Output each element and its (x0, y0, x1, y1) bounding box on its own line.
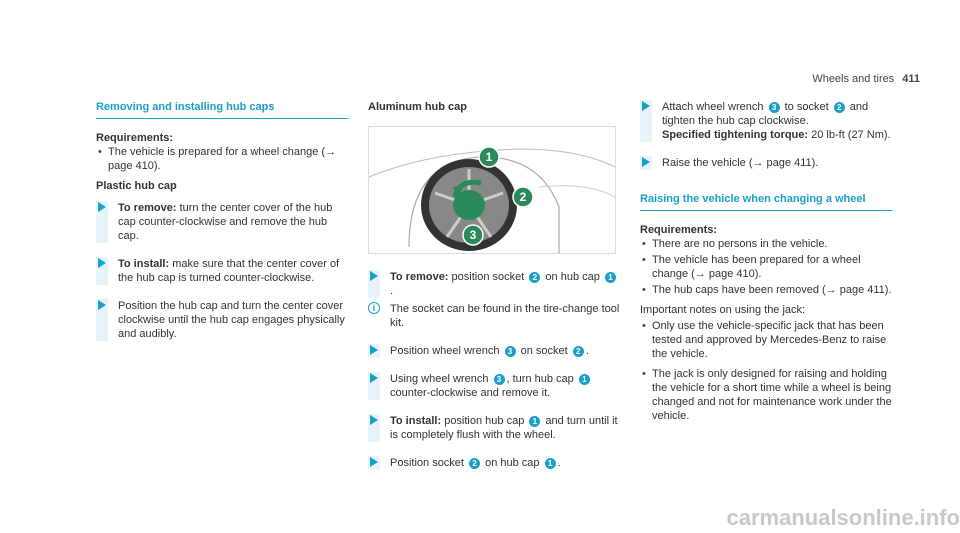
callout-3: 3 (768, 102, 780, 113)
step-text: counter-clockwise and remove it. (390, 387, 551, 399)
step-text: on hub cap (542, 271, 603, 283)
callout-1: 1 (544, 458, 556, 469)
step-label: To install: (390, 415, 442, 427)
step-label: To remove: (118, 202, 177, 214)
info-icon: i (368, 302, 380, 314)
step-text: , turn hub cap (506, 373, 577, 385)
step-arrow-icon (370, 415, 379, 425)
requirement-item: The vehicle is prepared for a wheel chan… (96, 145, 348, 173)
step-item: Raise the vehicle (→ page 411). (640, 156, 892, 170)
step-text: make sure that the center cover of the h… (118, 258, 340, 284)
step-arrow-icon (370, 457, 379, 467)
step-item: Position wheel wrench 3 on socket 2. (368, 344, 620, 358)
callout-1: 1 (604, 272, 616, 283)
step-text: . (390, 285, 394, 297)
step-text: Raise the vehicle (→ page 411). (662, 157, 819, 169)
callout-2: 2 (572, 346, 584, 357)
step-text: and tighten the hub cap clockwise. (662, 101, 869, 127)
step-item: To remove: position socket 2 on hub cap … (368, 270, 620, 298)
step-arrow-icon (98, 202, 107, 212)
step-arrow-icon (642, 157, 651, 167)
step-text: to socket (781, 101, 832, 113)
requirement-item: The vehicle has been prepared for a whee… (640, 253, 892, 281)
section-title-raising-vehicle: Raising the vehicle when changing a whee… (640, 192, 892, 211)
step-label: To install: (118, 258, 170, 270)
step-label: To remove: (390, 271, 449, 283)
step-text: . (585, 345, 589, 357)
step-item: Attach wheel wrench 3 to socket 2 and ti… (640, 100, 892, 142)
column-middle: Aluminum hub cap 1 2 3 (368, 100, 620, 484)
step-text: position socket (448, 271, 528, 283)
step-item: To install: position hub cap 1 and turn … (368, 414, 620, 442)
requirements-label: Requirements: (96, 132, 174, 144)
step-text: Position socket (390, 457, 468, 469)
step-item: To remove: turn the center cover of the … (96, 201, 348, 243)
note-text: The socket can be found in the tire-chan… (390, 303, 620, 329)
step-text: Position wheel wrench (390, 345, 503, 357)
wheel-illustration: 1 2 3 (368, 146, 616, 253)
requirements-label: Requirements: (640, 224, 718, 236)
requirement-item: There are no persons in the vehicle. (640, 237, 892, 251)
step-text: position hub cap (441, 415, 528, 427)
column-right: Attach wheel wrench 3 to socket 2 and ti… (640, 100, 892, 425)
callout-2: 2 (529, 272, 541, 283)
step-text: on hub cap (482, 457, 543, 469)
requirement-item: The hub caps have been removed (→ page 4… (640, 283, 892, 297)
callout-2: 2 (469, 458, 481, 469)
section-title-hub-caps: Removing and installing hub caps (96, 100, 348, 119)
step-arrow-icon (98, 258, 107, 268)
callout-1: 1 (578, 374, 590, 385)
callout-2: 2 (833, 102, 845, 113)
wheel-figure: 1 2 3 (368, 126, 616, 254)
important-notes-label: Important notes on using the jack: (640, 304, 806, 316)
watermark: carmanualsonline.info (727, 507, 960, 529)
step-text: and turn until it is completely flush wi… (390, 415, 618, 441)
callout-3: 3 (504, 346, 516, 357)
step-arrow-icon (370, 271, 379, 281)
important-item: Only use the vehicle-specific jack that … (640, 319, 892, 361)
step-arrow-icon (98, 300, 107, 310)
torque-label: Specified tightening torque: (662, 129, 809, 141)
step-text: on socket (517, 345, 571, 357)
important-item: The jack is only designed for raising an… (640, 367, 892, 423)
step-arrow-icon (370, 345, 379, 355)
step-text: Using wheel wrench (390, 373, 492, 385)
running-header: Wheels and tires 411 (812, 72, 920, 86)
step-arrow-icon (642, 101, 651, 111)
figure-label: 1 (486, 150, 493, 164)
plastic-hub-cap-heading: Plastic hub cap (96, 180, 177, 192)
step-arrow-icon (370, 373, 379, 383)
step-item: Position the hub cap and turn the center… (96, 299, 348, 341)
column-left: Removing and installing hub caps Require… (96, 100, 348, 355)
callout-1: 1 (529, 416, 541, 427)
step-text: Position the hub cap and turn the center… (118, 300, 345, 340)
torque-value: 20 lb-ft (27 Nm). (808, 129, 891, 141)
callout-3: 3 (493, 374, 505, 385)
step-text: Attach wheel wrench (662, 101, 767, 113)
aluminum-hub-cap-heading: Aluminum hub cap (368, 101, 467, 113)
step-item: To install: make sure that the center co… (96, 257, 348, 285)
step-item: Using wheel wrench 3, turn hub cap 1 cou… (368, 372, 620, 400)
figure-label: 3 (470, 228, 477, 242)
watermark-text: carmanualsonline.info (726, 505, 960, 530)
page-number: 411 (902, 73, 920, 85)
step-item: Position socket 2 on hub cap 1. (368, 456, 620, 470)
step-text: turn the center cover of the hub cap cou… (118, 202, 333, 242)
figure-label: 2 (520, 190, 527, 204)
header-section: Wheels and tires (812, 73, 895, 85)
step-text: . (557, 457, 561, 469)
info-note: i The socket can be found in the tire-ch… (368, 302, 620, 330)
